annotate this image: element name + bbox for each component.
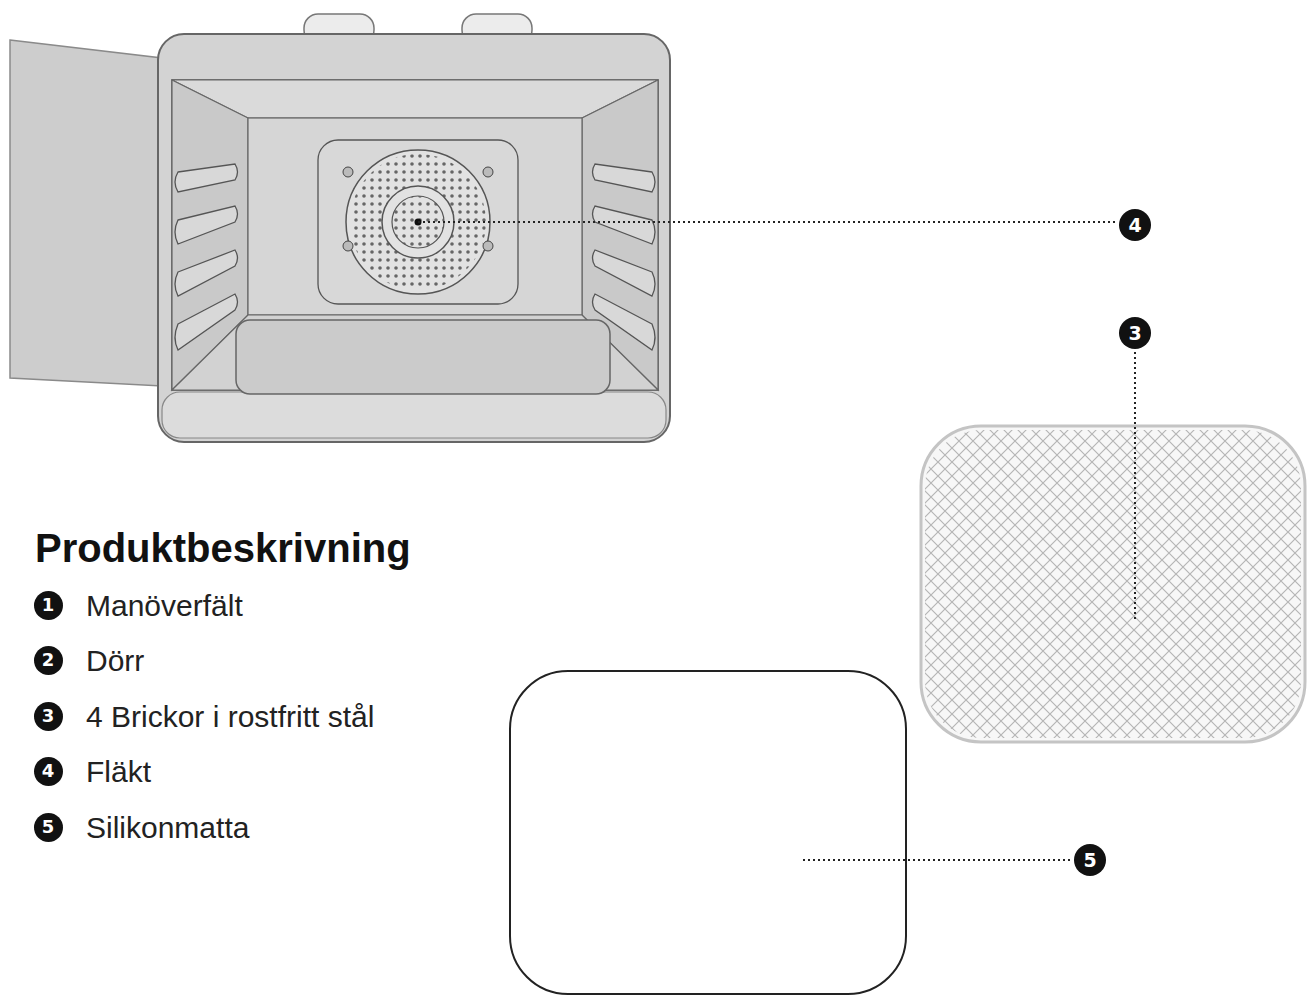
part-name: Manöverfält [86, 589, 243, 622]
callout-text: 2 [42, 651, 55, 669]
door-panel [10, 40, 162, 386]
part-name: Silikonmatta [86, 811, 249, 844]
title: Produktbeskrivning [35, 526, 411, 570]
side-rails [175, 164, 655, 350]
mesh-texture [925, 430, 1301, 738]
callout-text: 3 [1128, 324, 1141, 343]
callout-number: 4 [34, 757, 63, 786]
back-wall [248, 118, 582, 315]
part-name: Fläkt [86, 755, 151, 788]
callout-number: 4 [1119, 209, 1151, 241]
callout-text: 4 [42, 762, 55, 780]
callout-text: 4 [1128, 216, 1141, 235]
callout-number: 1 [34, 591, 63, 620]
oven-body [158, 34, 670, 442]
callout-text: 5 [1083, 851, 1096, 870]
mesh-tray [921, 426, 1305, 742]
callout-number: 2 [34, 646, 63, 675]
cavity-top [172, 80, 658, 118]
callout-number: 5 [1074, 844, 1106, 876]
callout-number: 3 [34, 702, 63, 731]
leader-lines [418, 222, 1135, 860]
callout-number: 3 [1119, 317, 1151, 349]
callout-number: 5 [34, 813, 63, 842]
silicone-mat [510, 671, 906, 994]
part-name: 4 Brickor i rostfritt stål [86, 700, 374, 733]
callout-text: 5 [42, 818, 55, 836]
callout-text: 3 [42, 707, 55, 725]
callout-text: 1 [42, 596, 55, 614]
drip-tray [236, 320, 610, 394]
part-name: Dörr [86, 644, 144, 677]
oven-base [162, 392, 666, 438]
